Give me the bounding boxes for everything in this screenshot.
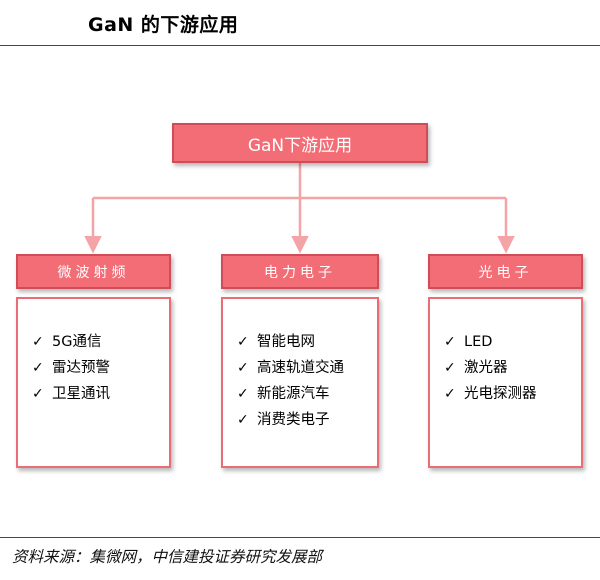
list-item-label: 消费类电子 <box>257 412 330 428</box>
category-power-electronics: 电力电子 <box>221 254 379 289</box>
check-icon: ✓ <box>444 334 456 350</box>
connector-lines <box>84 163 515 254</box>
top-divider <box>0 45 600 46</box>
optoelectronics-list: ✓ LED ✓ 激光器 ✓ 光电探测器 <box>428 297 583 468</box>
list-item: ✓ 智能电网 <box>237 329 377 355</box>
category-microwave-rf: 微波射频 <box>16 254 171 289</box>
list-item: ✓ 光电探测器 <box>444 381 581 407</box>
category-optoelectronics: 光电子 <box>428 254 583 289</box>
list-item: ✓ 激光器 <box>444 355 581 381</box>
page-title: GaN 的下游应用 <box>88 14 239 36</box>
source-note: 资料来源：集微网，中信建投证券研究发展部 <box>12 548 323 566</box>
list-item: ✓ 5G通信 <box>32 329 169 355</box>
list-item: ✓ LED <box>444 329 581 355</box>
check-icon: ✓ <box>32 360 44 376</box>
list-item-label: 新能源汽车 <box>257 386 330 402</box>
check-icon: ✓ <box>237 386 249 402</box>
list-item-label: 卫星通讯 <box>52 386 110 402</box>
list-item: ✓ 雷达预警 <box>32 355 169 381</box>
power-electronics-list: ✓ 智能电网 ✓ 高速轨道交通 ✓ 新能源汽车 ✓ 消费类电子 <box>221 297 379 468</box>
check-icon: ✓ <box>444 360 456 376</box>
check-icon: ✓ <box>237 412 249 428</box>
bottom-divider <box>0 537 600 538</box>
check-icon: ✓ <box>32 334 44 350</box>
list-item-label: 5G通信 <box>52 334 102 350</box>
list-item: ✓ 消费类电子 <box>237 407 377 433</box>
list-item-label: LED <box>464 334 493 350</box>
list-item: ✓ 高速轨道交通 <box>237 355 377 381</box>
list-item-label: 激光器 <box>464 360 508 376</box>
list-item-label: 高速轨道交通 <box>257 360 344 376</box>
check-icon: ✓ <box>237 334 249 350</box>
list-item: ✓ 卫星通讯 <box>32 381 169 407</box>
check-icon: ✓ <box>32 386 44 402</box>
check-icon: ✓ <box>237 360 249 376</box>
microwave-rf-list: ✓ 5G通信 ✓ 雷达预警 ✓ 卫星通讯 <box>16 297 171 468</box>
list-item-label: 雷达预警 <box>52 360 110 376</box>
list-item-label: 光电探测器 <box>464 386 537 402</box>
check-icon: ✓ <box>444 386 456 402</box>
list-item-label: 智能电网 <box>257 334 315 350</box>
root-node: GaN下游应用 <box>172 123 428 163</box>
list-item: ✓ 新能源汽车 <box>237 381 377 407</box>
